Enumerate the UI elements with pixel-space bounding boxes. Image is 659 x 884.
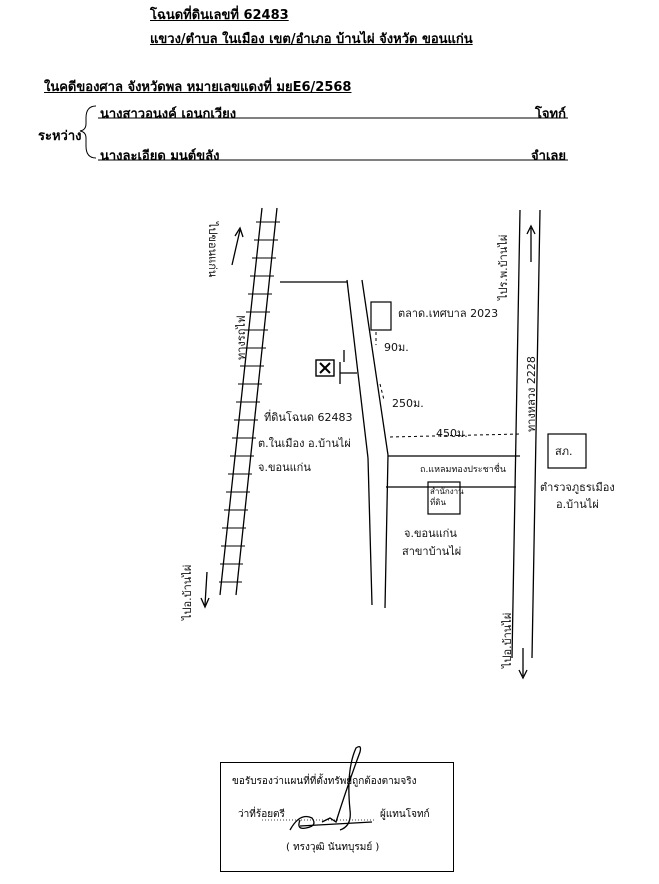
label-police-box: สภ. (555, 445, 573, 458)
main-road-right (361, 279, 389, 456)
label-land-office-box: สำนักงานที่ดิน (430, 487, 464, 507)
market-building (370, 301, 392, 331)
between-label: ระหว่าง (38, 129, 82, 144)
plaintiff-role: โจทก์ (534, 107, 566, 122)
certification-line-1: ขอรับรองว่าแผนที่ที่ตั้งทรัพย์ถูกต้องตาม… (232, 776, 417, 787)
land-office-box (427, 481, 461, 515)
label-land-2: ต.ในเมือง อ.บ้านไผ่ (258, 437, 351, 450)
certification-name: ( ทรงวุฒิ นันทบุรมย์ ) (286, 842, 380, 853)
label-land-1: ที่ดินโฉนด 62483 (264, 411, 353, 424)
label-dist-250: 250ม. (392, 397, 424, 410)
label-dist-90: 90ม. (384, 341, 409, 354)
land-plot (315, 359, 335, 377)
label-land-office-1: จ.ขอนแก่น (404, 527, 457, 540)
deed-location: แขวง/ตำบล ในเมือง เขต/อำเภอ บ้านไผ่ จังห… (150, 32, 473, 47)
label-police-2: อ.บ้านไผ่ (556, 498, 599, 511)
plaintiff-name: นางสาวอนงค์ เอนกเวียง (100, 107, 237, 122)
label-dist-450: 450ม. (436, 427, 468, 440)
label-road-name: ถ.แหลมทองประชาชื่น (420, 465, 507, 475)
label-police-1: ตำรวจภูธรเมือง (540, 481, 615, 494)
main-road-left (346, 279, 369, 459)
railway-ties (219, 221, 280, 583)
deed-title: โฉนดที่ดินเลขที่ 62483 (150, 8, 289, 23)
defendant-name: นางละเอียด มนต์ขลัง (100, 149, 220, 164)
certification-rank: ว่าที่ร้อยตรี (238, 809, 285, 820)
certification-role: ผู้แทนโจทก์ (380, 809, 430, 820)
defendant-role: จำเลย (531, 149, 566, 164)
certification-box (220, 762, 454, 872)
label-land-3: จ.ขอนแก่น (258, 461, 311, 474)
case-number: ในคดีของศาล จังหวัดพล หมายเลขแดงที่ มยE6… (44, 80, 352, 95)
police-station-box (547, 433, 587, 469)
main-road-left-lower (367, 457, 373, 606)
main-road-right-lower (384, 454, 389, 609)
highway-right (531, 209, 541, 659)
label-market: ตลาด.เทศบาล 2023 (398, 307, 499, 320)
label-land-office-2: สาขาบ้านไผ่ (402, 545, 462, 558)
